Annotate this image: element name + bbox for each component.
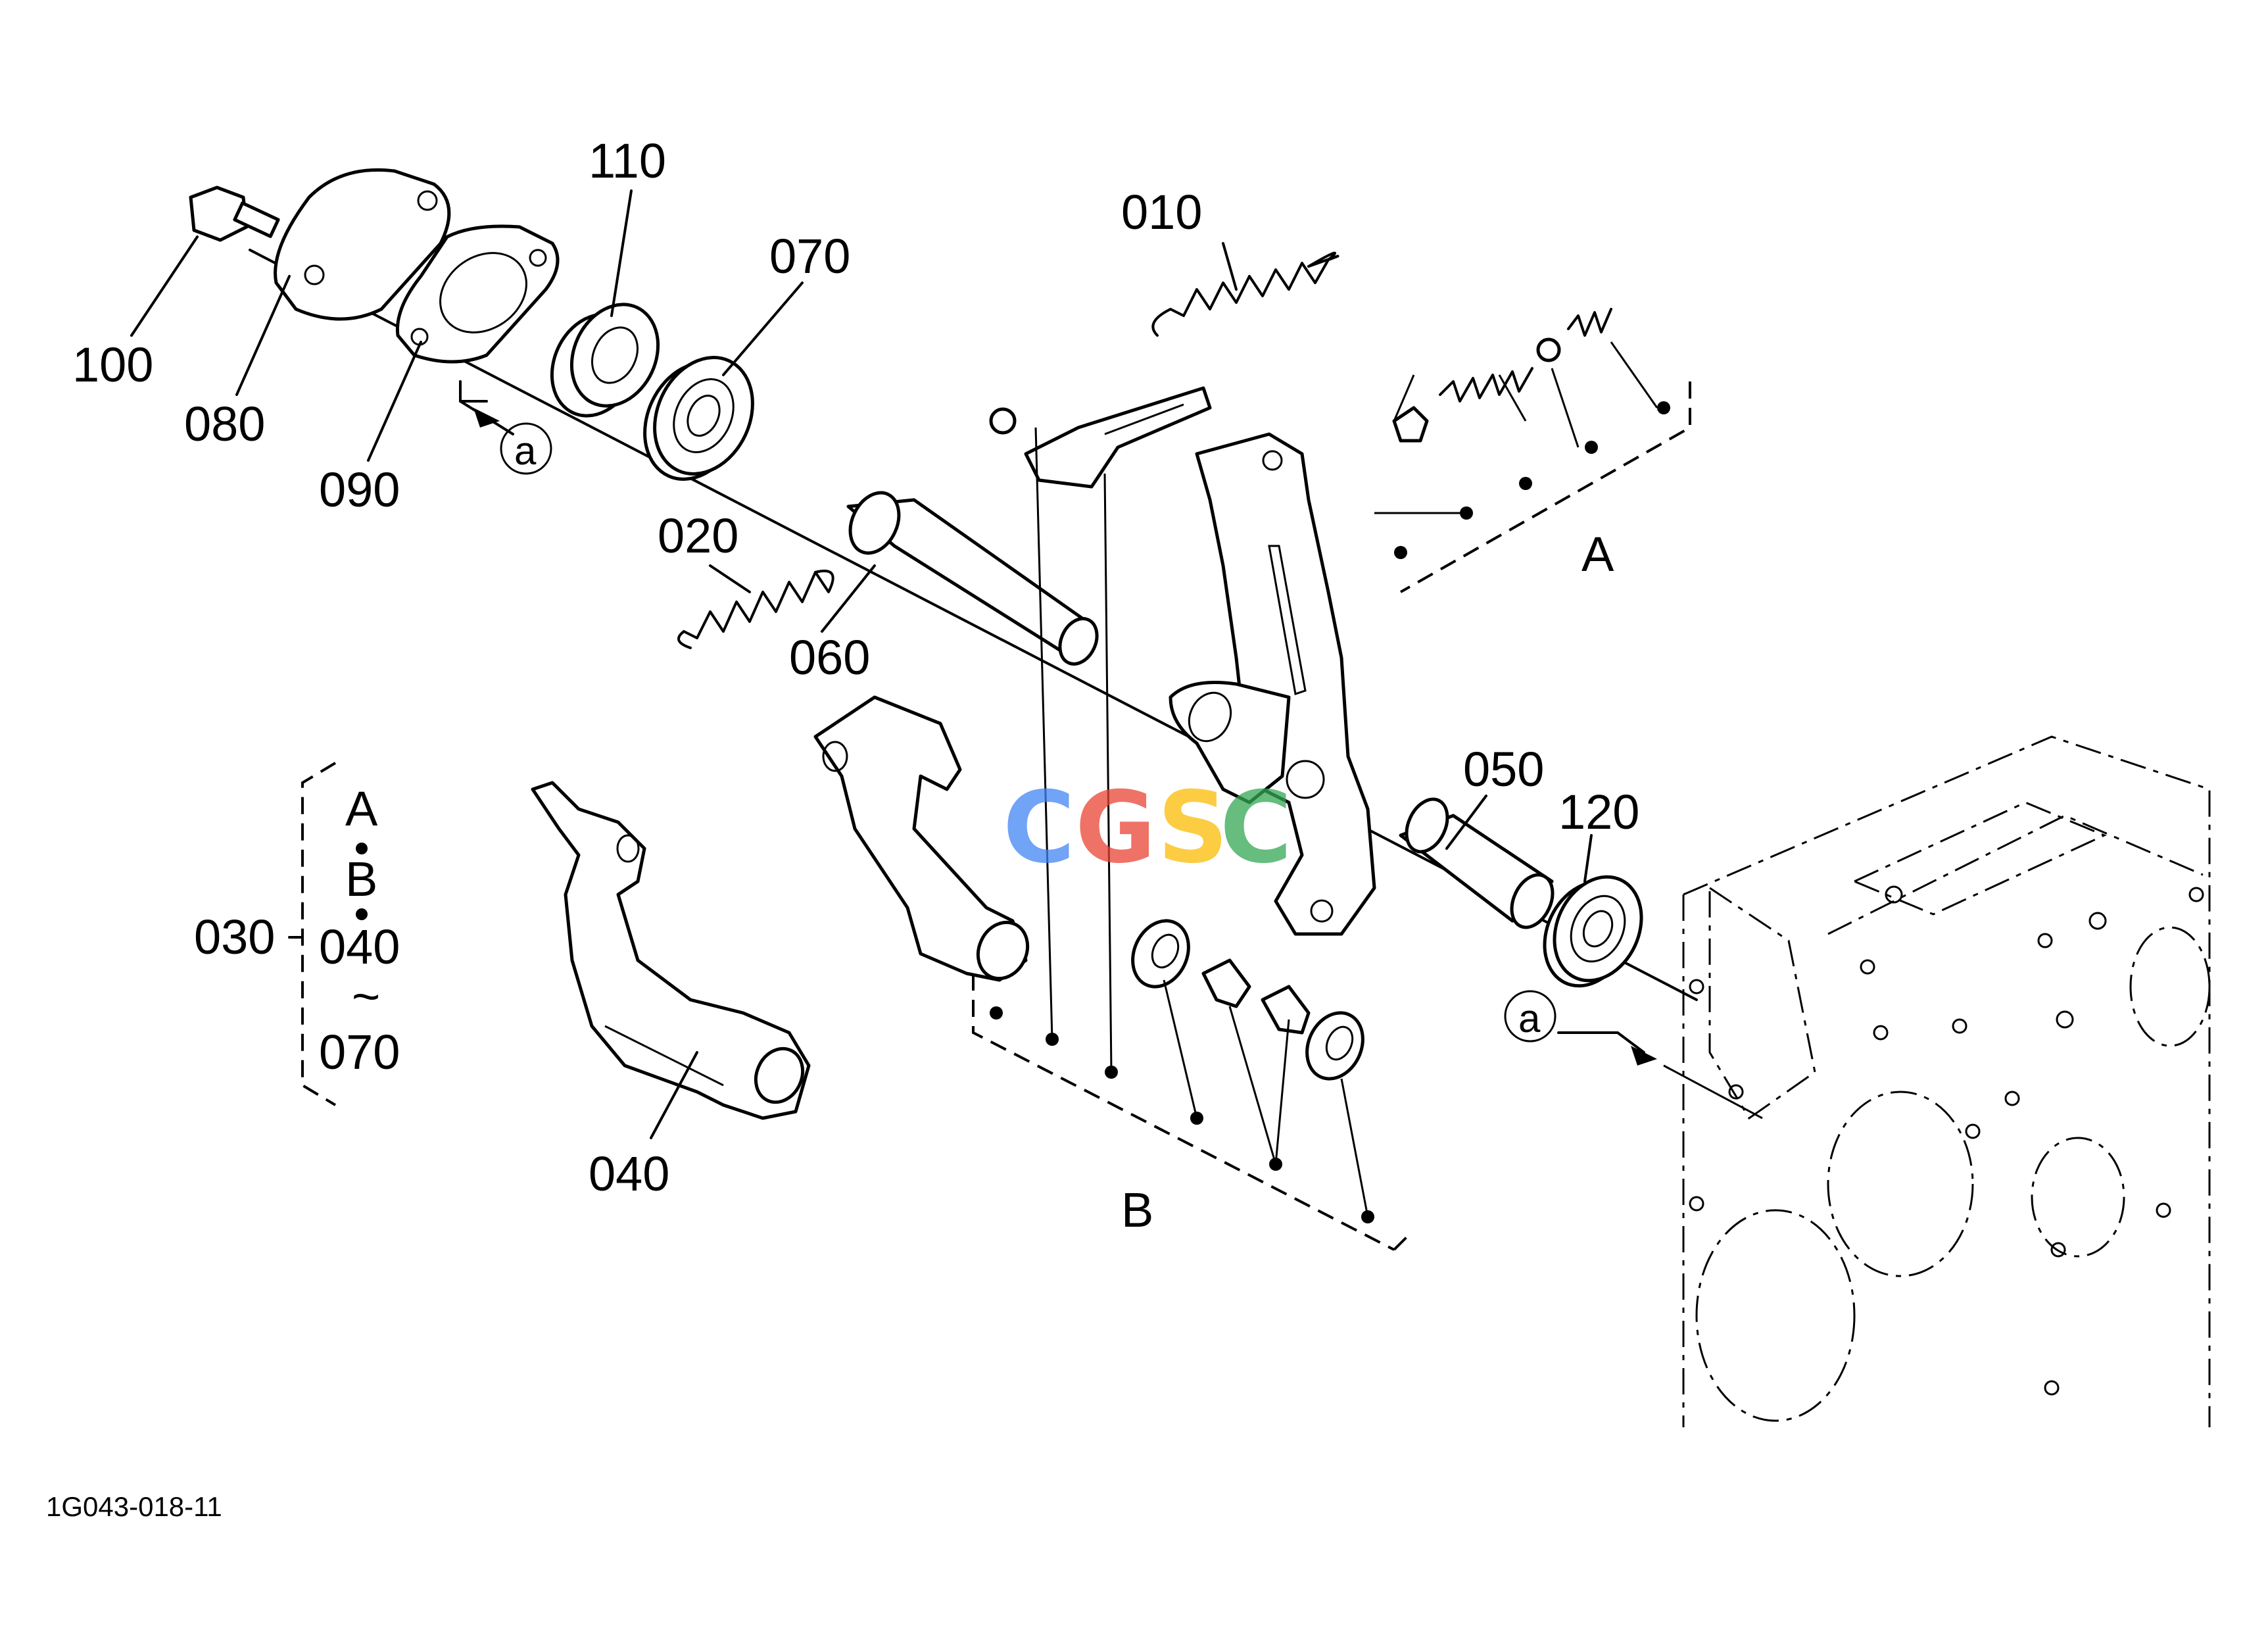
lever-040 xyxy=(531,781,811,1120)
assembly-line3: 040 xyxy=(319,920,400,974)
cover-plate-080 xyxy=(274,168,451,321)
bearing-070 xyxy=(643,356,754,481)
label-120: 120 xyxy=(1558,785,1639,839)
label-060: 060 xyxy=(789,630,870,685)
label-070: 070 xyxy=(769,229,850,283)
group-b-label: B xyxy=(1121,1183,1153,1237)
group-a-label: A xyxy=(1581,527,1614,581)
fork-lever xyxy=(813,695,1030,982)
watermark: C G S C xyxy=(1003,771,1292,885)
engine-block xyxy=(1557,735,2211,1427)
lever-plate xyxy=(1195,432,1376,936)
group-b-bracket xyxy=(972,427,1409,1251)
label-080: 080 xyxy=(184,397,265,451)
bracket-top xyxy=(989,386,1212,489)
label-090: 090 xyxy=(319,462,400,517)
watermark-g: G xyxy=(1075,771,1156,885)
leader-lines xyxy=(130,189,1593,1139)
watermark-c1: C xyxy=(1003,771,1075,885)
collar-110 xyxy=(550,303,660,418)
bearing-120 xyxy=(1543,875,1643,988)
spring-010 xyxy=(1151,251,1339,337)
label-010: 010 xyxy=(1121,185,1202,239)
watermark-s: S xyxy=(1157,771,1228,885)
sleeve-050 xyxy=(1399,797,1555,929)
drawing-code: 1G043-018-11 xyxy=(46,1491,222,1522)
group-a-parts xyxy=(1392,308,1612,443)
pivot-block xyxy=(1169,681,1291,804)
label-100: 100 xyxy=(72,337,153,392)
label-020: 020 xyxy=(658,508,738,563)
watermark-c2: C xyxy=(1220,771,1292,885)
assembly-line5: 070 xyxy=(319,1025,400,1079)
assembly-stack: A B 040 ~ 070 xyxy=(319,781,400,1079)
group-labels: A B a a xyxy=(500,422,1614,1237)
spring-020 xyxy=(677,570,834,649)
part-labels: 100 080 090 110 070 010 020 060 050 120 … xyxy=(72,134,1639,1201)
label-040: 040 xyxy=(589,1146,669,1201)
ref-a-right: a xyxy=(1518,996,1541,1041)
shaft-060 xyxy=(846,491,1099,666)
assembly-line4: ~ xyxy=(352,969,380,1023)
bolt-100 xyxy=(189,185,280,242)
label-050: 050 xyxy=(1463,742,1544,797)
label-030: 030 xyxy=(194,910,275,964)
group-a-bracket xyxy=(1374,341,1691,593)
assembly-line1: A xyxy=(345,781,378,836)
assembly-bracket xyxy=(288,762,368,1106)
ref-a-top: a xyxy=(514,429,537,473)
assembly-line2: B xyxy=(345,852,377,906)
label-110: 110 xyxy=(589,134,666,188)
group-b-parts xyxy=(1131,919,1364,1081)
